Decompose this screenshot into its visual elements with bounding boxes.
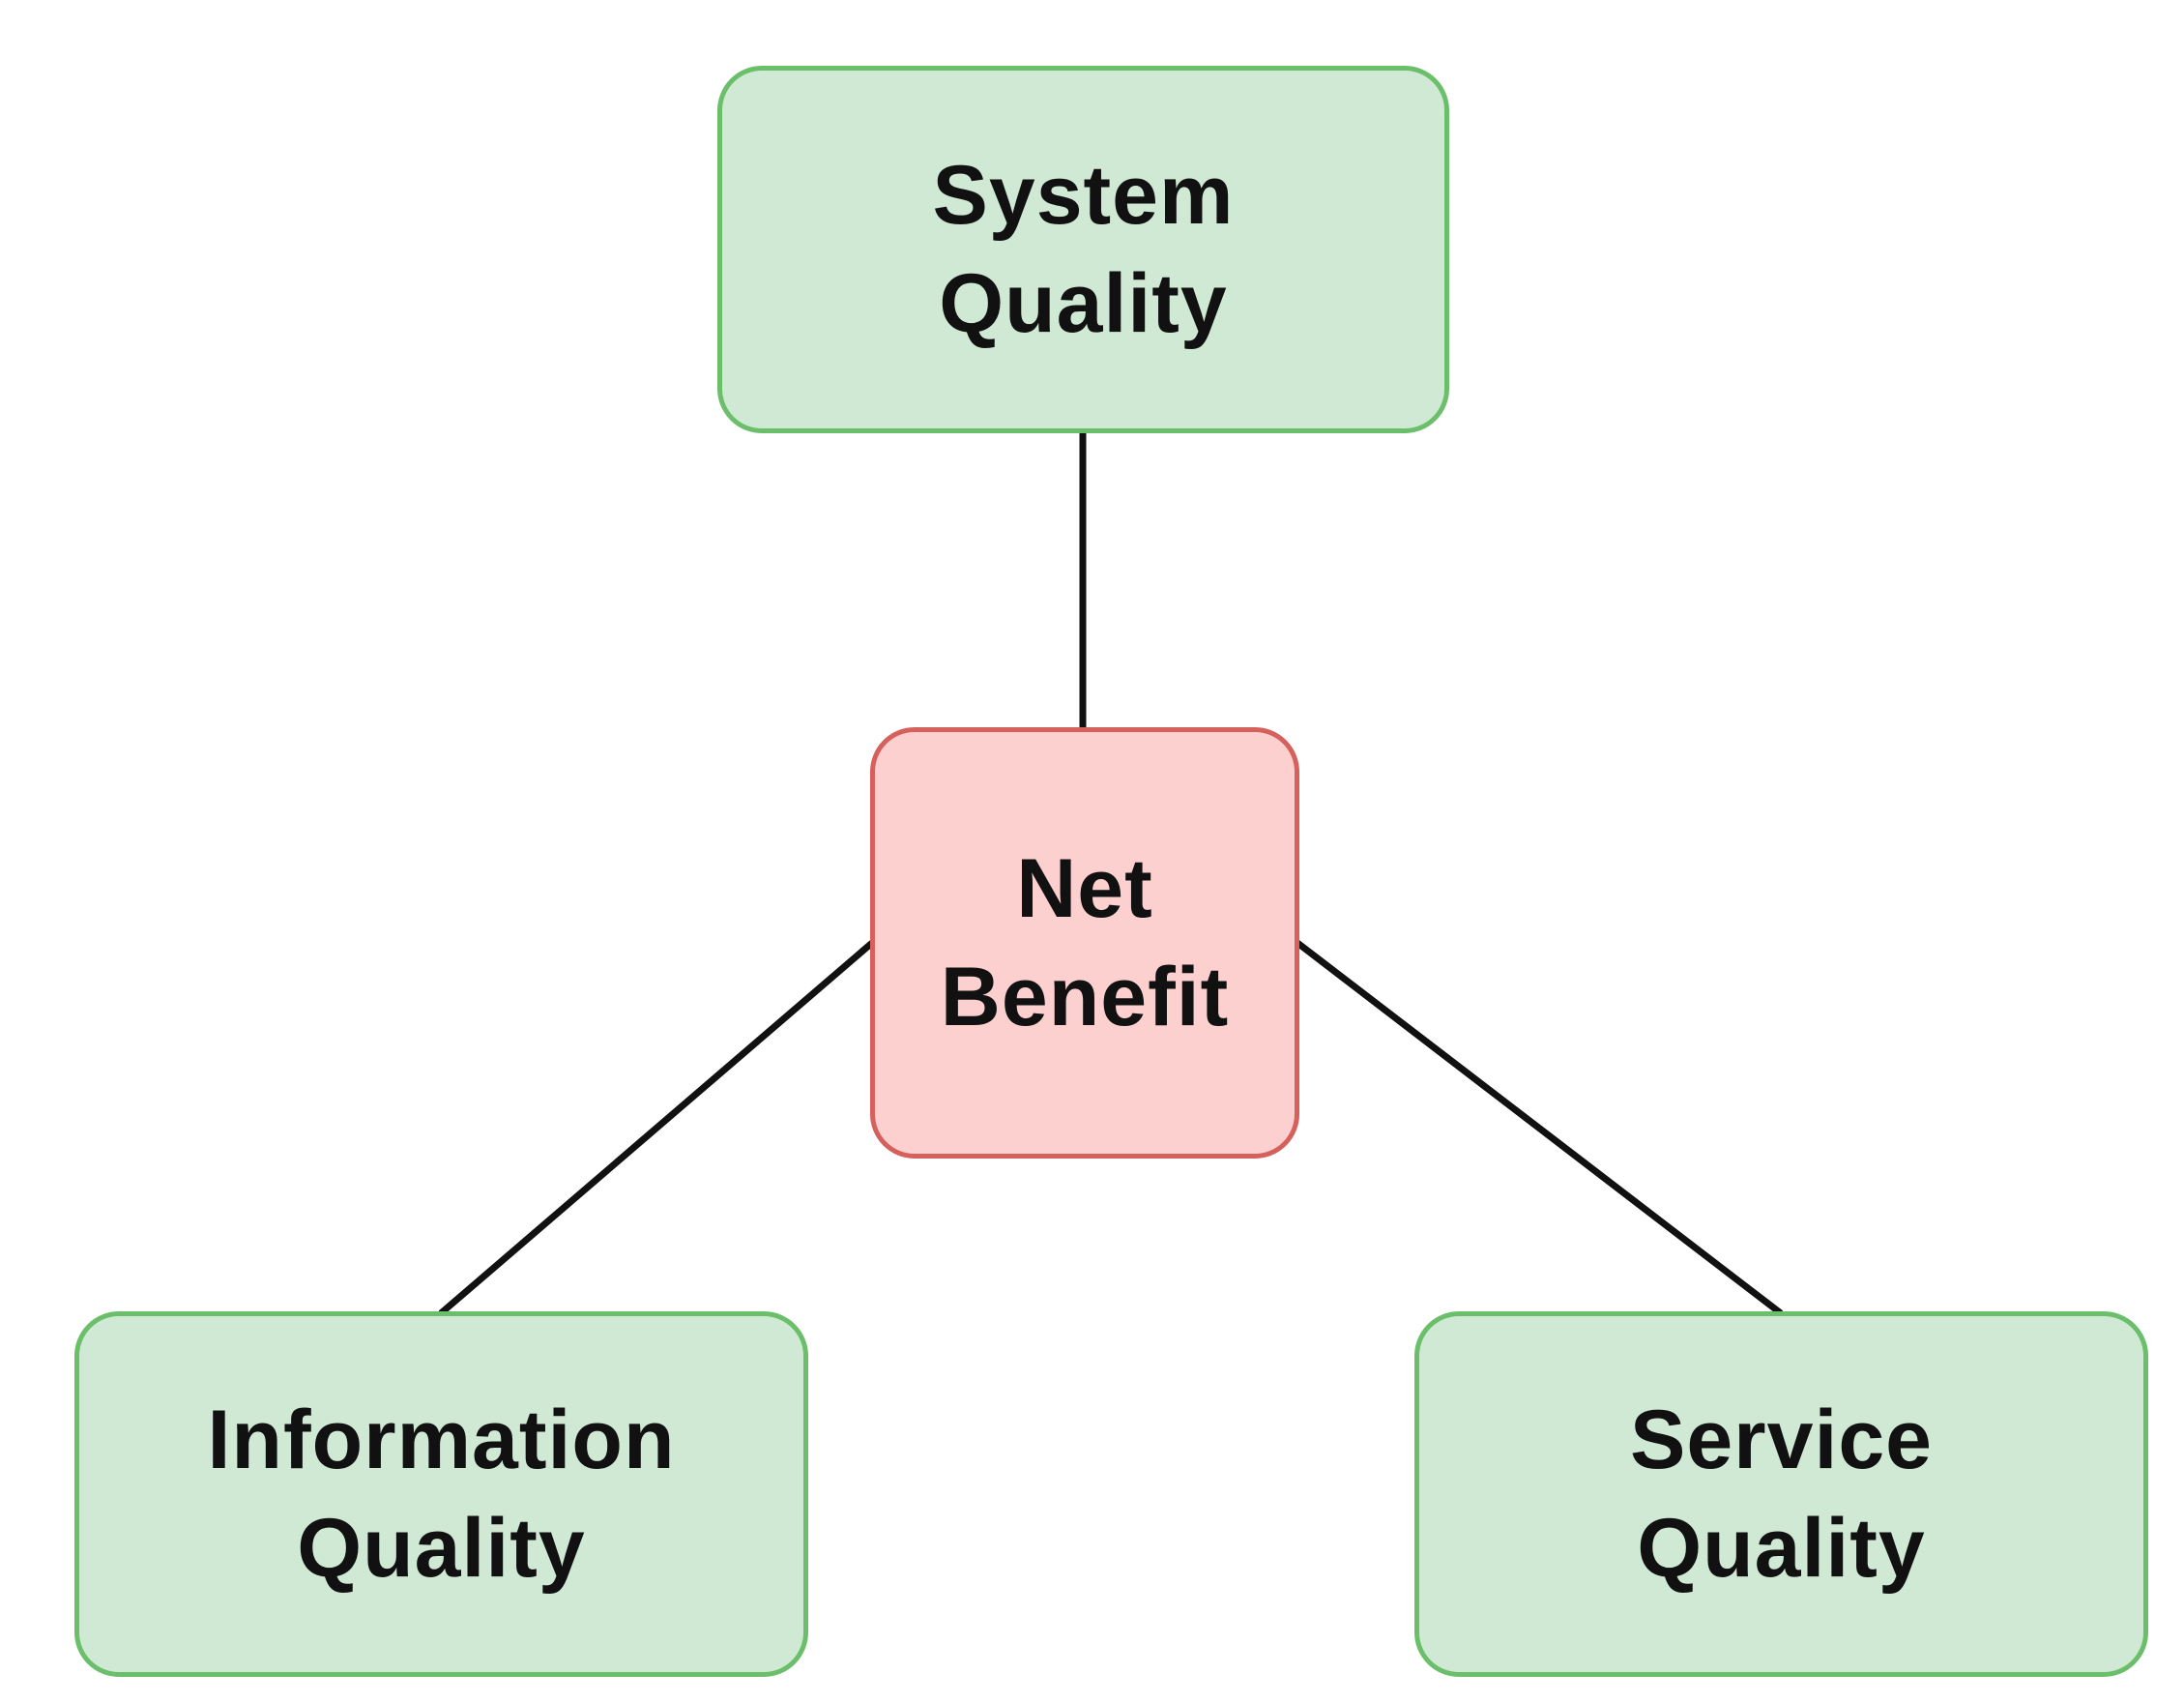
- information-quality-label-line1: Information: [207, 1394, 676, 1486]
- service-quality-label-line2: Quality: [1637, 1502, 1926, 1595]
- connector-net-to-information: [438, 940, 875, 1316]
- net-benefit-node[interactable]: Net Benefit: [870, 727, 1299, 1159]
- information-quality-label-line2: Quality: [297, 1502, 586, 1595]
- system-quality-label-line2: Quality: [939, 257, 1228, 350]
- net-benefit-label-line1: Net: [1016, 842, 1153, 935]
- service-quality-node[interactable]: Service Quality: [1414, 1311, 2148, 1677]
- net-benefit-label-line2: Benefit: [940, 951, 1230, 1043]
- information-quality-label: Information Quality: [208, 1386, 676, 1602]
- system-quality-label-line1: System: [932, 149, 1235, 242]
- system-quality-node[interactable]: System Quality: [717, 66, 1449, 433]
- service-quality-label: Service Quality: [1630, 1386, 1933, 1602]
- service-quality-label-line1: Service: [1629, 1394, 1934, 1486]
- information-quality-node[interactable]: Information Quality: [74, 1311, 808, 1677]
- net-benefit-label: Net Benefit: [941, 835, 1229, 1051]
- connector-net-to-service: [1295, 940, 1784, 1316]
- system-quality-label: System Quality: [933, 141, 1235, 358]
